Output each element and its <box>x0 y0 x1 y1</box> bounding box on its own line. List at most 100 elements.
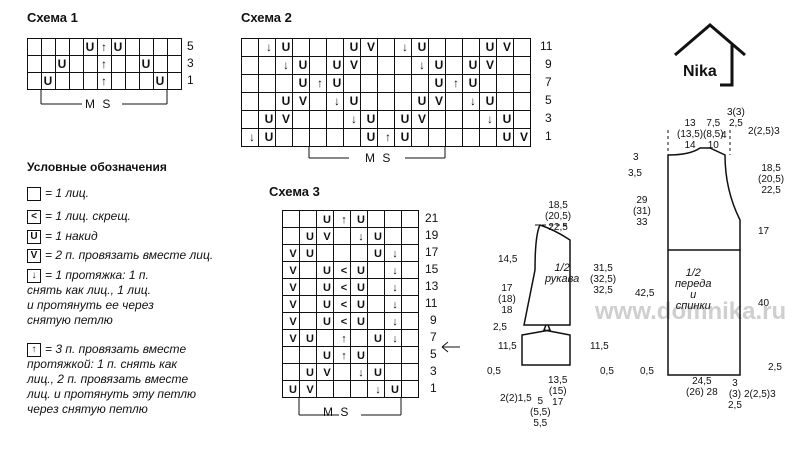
svg-text:↑: ↑ <box>341 350 347 362</box>
svg-text:U: U <box>357 265 365 277</box>
svg-text:<: < <box>341 299 347 311</box>
svg-text:U: U <box>323 350 331 362</box>
body-dim-neck: 13 (13,5) 14 <box>677 118 704 151</box>
svg-text:U: U <box>306 367 314 379</box>
svg-text:U: U <box>391 384 399 396</box>
svg-text:U: U <box>265 112 274 126</box>
svg-text:U: U <box>469 58 478 72</box>
svg-text:U: U <box>289 384 297 396</box>
body-dim-armhole-right: 18,5 (20,5) 22,5 <box>758 163 785 196</box>
schema1-row-5: 5 <box>187 39 194 53</box>
svg-text:V: V <box>503 40 511 54</box>
svg-text:V: V <box>323 367 331 379</box>
sleeve-dim-lower-left: 11,5 <box>498 341 517 352</box>
svg-text:↓: ↓ <box>334 94 340 108</box>
body-dim-bottom: 24,5 (26) 28 <box>686 376 718 398</box>
svg-text:↓: ↓ <box>392 316 398 328</box>
svg-text:U: U <box>435 76 444 90</box>
svg-text:↓: ↓ <box>470 94 476 108</box>
svg-text:V: V <box>289 265 297 277</box>
svg-text:U: U <box>503 112 512 126</box>
svg-text:U: U <box>418 94 427 108</box>
svg-text:V: V <box>350 58 358 72</box>
sleeve-label: 1/2 рукава <box>545 262 580 285</box>
svg-text:↓: ↓ <box>266 40 272 54</box>
svg-text:V: V <box>435 94 443 108</box>
sleeve-dim-left: 17 (18) 18 <box>498 283 516 316</box>
legend-item-k2tog: V= 2 п. провязать вместе лиц. <box>27 248 213 263</box>
sleeve-dim-right: 31,5 (32,5) 32,5 <box>590 263 617 296</box>
watermark: www.domnika.ru <box>595 298 787 325</box>
body-dim-4: 4 <box>721 130 727 141</box>
svg-text:U: U <box>86 40 95 54</box>
body-dim-42-5: 42,5 <box>635 288 655 299</box>
sleeve-dim-bottom-mid: 5 (5,5) 5,5 <box>530 396 551 429</box>
sleeve-dim-cuff: 2,5 <box>493 322 507 333</box>
nika-logo: Nika <box>683 63 717 80</box>
body-dim-bottom-right-2: 2(2,5)3 <box>744 389 776 400</box>
svg-text:U: U <box>265 130 274 144</box>
schema2-row-7: 7 <box>545 75 552 89</box>
svg-text:<: < <box>341 316 347 328</box>
svg-text:↑: ↑ <box>341 214 347 226</box>
svg-text:V: V <box>520 130 528 144</box>
svg-text:U: U <box>323 265 331 277</box>
svg-text:↓: ↓ <box>375 384 381 396</box>
sleeve-dim-top: 18,5 (20,5) 22,5 <box>545 200 572 233</box>
svg-text:↓: ↓ <box>392 282 398 294</box>
schema3-ms: M S <box>323 405 351 419</box>
svg-text:<: < <box>341 265 347 277</box>
legend-item-sk2p: ↑= 3 п. провязать вместе протяжкой: 1 п.… <box>27 342 197 416</box>
schema3-row-9: 9 <box>430 313 437 327</box>
body-dim-bottom-right: 3 (3) 2,5 <box>728 378 742 411</box>
svg-text:U: U <box>486 94 495 108</box>
svg-text:U: U <box>367 130 376 144</box>
svg-text:V: V <box>323 231 331 243</box>
svg-text:↑: ↑ <box>101 57 107 71</box>
arrow-left-icon <box>441 341 460 353</box>
schema3-row-15: 15 <box>425 262 439 276</box>
sleeve-dim-hem-right: 0,5 <box>600 366 614 377</box>
svg-text:U: U <box>306 231 314 243</box>
svg-text:U: U <box>333 58 342 72</box>
k2tog-icon: V <box>27 248 41 263</box>
svg-text:V: V <box>418 112 426 126</box>
schema3-row-21: 21 <box>425 211 439 225</box>
svg-text:↓: ↓ <box>402 40 408 54</box>
svg-text:V: V <box>282 112 290 126</box>
svg-text:V: V <box>486 58 494 72</box>
svg-text:↑: ↑ <box>101 40 107 54</box>
svg-text:U: U <box>58 57 67 71</box>
sleeve-pattern <box>521 224 571 366</box>
schema2-row-5: 5 <box>545 93 552 107</box>
svg-text:V: V <box>289 316 297 328</box>
schema3-row-17: 17 <box>425 245 439 259</box>
svg-text:V: V <box>367 40 375 54</box>
svg-text:↑: ↑ <box>453 76 459 90</box>
schema2-row-3: 3 <box>545 111 552 125</box>
svg-text:V: V <box>306 384 314 396</box>
svg-text:U: U <box>367 112 376 126</box>
body-dim-17: 17 <box>758 226 770 237</box>
body-dim-top-right: 3(3) 2,5 <box>727 107 745 129</box>
schema1-title: Схема 1 <box>27 10 78 25</box>
legend-item-knit: = 1 лиц. <box>27 186 89 201</box>
svg-text:↓: ↓ <box>392 265 398 277</box>
svg-text:U: U <box>299 58 308 72</box>
schema3-row-1: 1 <box>430 381 437 395</box>
svg-text:U: U <box>306 248 314 260</box>
schema3-row-7: 7 <box>430 330 437 344</box>
svg-text:U: U <box>374 367 382 379</box>
schema2-ms: M S <box>365 151 393 165</box>
svg-text:U: U <box>357 214 365 226</box>
svg-text:↓: ↓ <box>358 231 364 243</box>
body-dim-3: 3 <box>633 152 639 163</box>
svg-text:U: U <box>156 74 165 88</box>
svg-text:U: U <box>418 40 427 54</box>
schema3-row-11: 11 <box>425 296 438 310</box>
svg-text:V: V <box>289 333 297 345</box>
svg-text:U: U <box>323 214 331 226</box>
schema3-row-19: 19 <box>425 228 439 242</box>
